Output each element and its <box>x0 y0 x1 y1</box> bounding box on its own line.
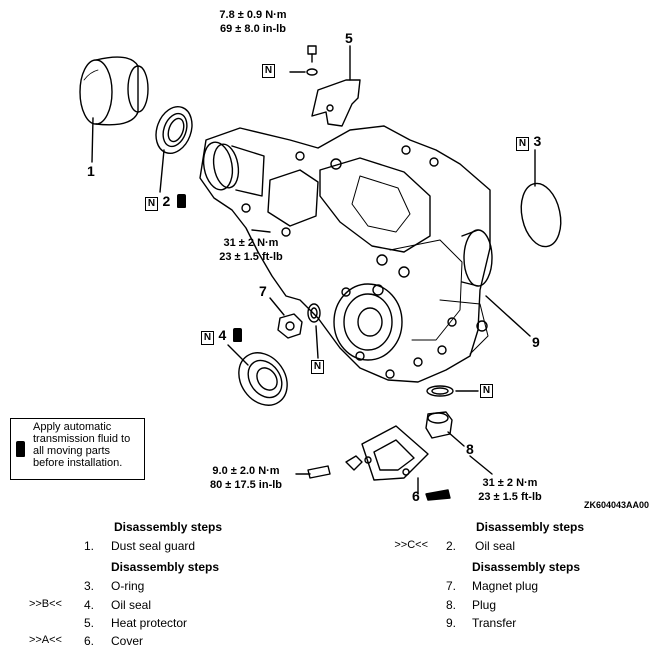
atf-bottle-icon <box>176 194 186 208</box>
callout-4: 4 <box>218 327 227 343</box>
left-heading-1: Disassembly steps <box>114 520 223 534</box>
washer-drawing <box>426 385 454 397</box>
step-name: Heat protector <box>111 616 188 630</box>
torque-plug-8: 31 ± 2 N·m 23 ± 1.5 ft-lb <box>462 476 558 504</box>
heat-protector-drawing <box>311 79 361 127</box>
step-name: Transfer <box>472 616 517 630</box>
torque-value-nm: 9.0 ± 2.0 N·m <box>212 465 280 477</box>
new-part-icon: N <box>311 360 324 374</box>
new-part-icon: N <box>480 384 493 398</box>
step-number: 6. <box>83 634 94 648</box>
step-number: 2. <box>445 539 456 553</box>
cover-bolt-drawing <box>307 455 363 479</box>
torque-value-imperial: 23 ± 1.5 ft-lb <box>478 491 542 503</box>
step-name: Cover <box>111 634 144 648</box>
torque-value-nm: 31 ± 2 N·m <box>223 237 279 249</box>
step-mark: >>B<< <box>28 598 62 610</box>
callout-8: 8 <box>466 441 474 457</box>
o-ring-3-drawing <box>520 182 562 248</box>
right-heading-1: Disassembly steps <box>476 520 585 534</box>
torque-value-imperial: 69 ± 8.0 in-lb <box>220 23 286 35</box>
oil-seal-4-drawing <box>238 352 288 406</box>
step-number: 7. <box>445 579 456 593</box>
step-number: 9. <box>445 616 456 630</box>
step-number: 3. <box>83 579 94 593</box>
plug-7-drawing <box>277 303 321 339</box>
torque-cover-bolt: 9.0 ± 2.0 N·m 80 ± 17.5 in-lb <box>196 464 296 492</box>
torque-value-nm: 31 ± 2 N·m <box>482 477 538 489</box>
callout-7: 7 <box>259 283 267 299</box>
new-part-icon: N <box>145 197 158 211</box>
step-name: Magnet plug <box>472 579 539 593</box>
callout-9: 9 <box>532 334 540 350</box>
transfer-case-drawing <box>199 125 493 383</box>
step-name: Oil seal <box>475 539 516 553</box>
disassembly-steps: Disassembly steps 1. Dust seal guard Dis… <box>0 515 659 655</box>
step-number: 5. <box>83 616 94 630</box>
transfer-line-drawing <box>79 45 562 501</box>
step-mark: >>C<< <box>394 539 428 551</box>
step-name: Dust seal guard <box>111 539 196 553</box>
new-part-icon: N <box>516 137 529 151</box>
step-number: 8. <box>445 598 456 612</box>
figure-code: ZK604043AA00 <box>583 500 649 510</box>
step-number: 1. <box>83 539 94 553</box>
callout-1: 1 <box>87 163 95 179</box>
callout-6: 6 <box>412 488 420 504</box>
right-heading-2: Disassembly steps <box>472 560 581 574</box>
new-part-icon: N <box>262 64 275 78</box>
callout-3-group: N 3 <box>516 133 541 151</box>
atf-bottle-icon <box>232 328 242 342</box>
step-number: 4. <box>83 598 94 612</box>
callout-4-group: N 4 <box>201 327 242 345</box>
small-bolt-drawing <box>306 45 318 76</box>
step-name: Plug <box>472 598 497 612</box>
torque-value-nm: 7.8 ± 0.9 N·m <box>219 9 287 21</box>
step-name: O-ring <box>111 579 145 593</box>
atf-bottle-icon <box>16 441 25 457</box>
legend-text: Apply automatic transmission fluid to al… <box>33 421 131 469</box>
callout-5: 5 <box>345 30 353 46</box>
left-heading-2: Disassembly steps <box>111 560 220 574</box>
magnet-plug-drawing <box>425 411 453 439</box>
torque-plug-7: 31 ± 2 N·m 23 ± 1.5 ft-lb <box>202 236 300 264</box>
exploded-diagram: 7.8 ± 0.9 N·m 69 ± 8.0 in-lb 31 ± 2 N·m … <box>10 8 649 510</box>
callout-3: 3 <box>533 133 542 149</box>
step-name: Oil seal <box>111 598 152 612</box>
torque-value-imperial: 23 ± 1.5 ft-lb <box>219 251 283 263</box>
callout-2: 2 <box>162 193 171 209</box>
step-mark: >>A<< <box>28 634 62 646</box>
dust-seal-guard-drawing <box>79 56 149 126</box>
new-part-icon: N <box>201 331 214 345</box>
cover-6-drawing <box>361 425 429 481</box>
callout-2-group: N 2 <box>145 193 186 211</box>
oil-seal-2-drawing <box>155 106 193 154</box>
torque-bolt-heat-protector: 7.8 ± 0.9 N·m 69 ± 8.0 in-lb <box>203 8 303 36</box>
torque-value-imperial: 80 ± 17.5 in-lb <box>209 479 283 491</box>
atf-legend: Apply automatic transmission fluid to al… <box>10 418 145 480</box>
